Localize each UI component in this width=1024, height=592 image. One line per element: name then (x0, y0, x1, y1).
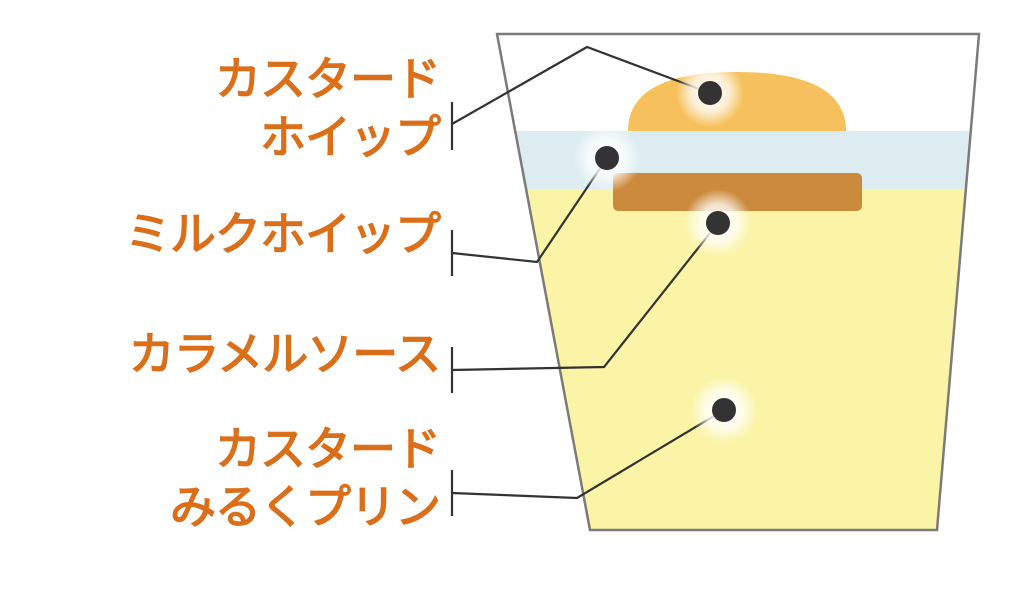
leader-line-custard-pudding (451, 409, 725, 500)
label-line: ミルクホイップ (125, 207, 441, 261)
label-line: カスタード (215, 52, 441, 106)
marker-dot-milk-whip (595, 146, 619, 170)
label-line: ホイップ (260, 110, 441, 164)
marker-dots (595, 81, 736, 422)
leader-line-custard-whip (451, 45, 711, 125)
leader-line-caramel-sauce (451, 222, 719, 372)
label-line: みるくプリン (170, 480, 441, 534)
label-custard-whip: カスタード ホイップ (215, 50, 441, 166)
leader-lines (451, 45, 725, 500)
label-line: カスタード (215, 422, 441, 476)
label-milk-whip: ミルクホイップ (125, 205, 441, 263)
leader-line-milk-whip (451, 157, 608, 264)
label-line: カラメルソース (128, 327, 441, 381)
cup-outline (495, 32, 981, 532)
marker-dot-custard-whip (698, 81, 722, 105)
caramel-sauce-layer (613, 173, 862, 211)
marker-dot-custard-pudding (712, 398, 736, 422)
label-custard-pudding: カスタード みるくプリン (170, 420, 441, 536)
label-caramel-sauce: カラメルソース (128, 325, 441, 383)
marker-dot-caramel-sauce (706, 211, 730, 235)
